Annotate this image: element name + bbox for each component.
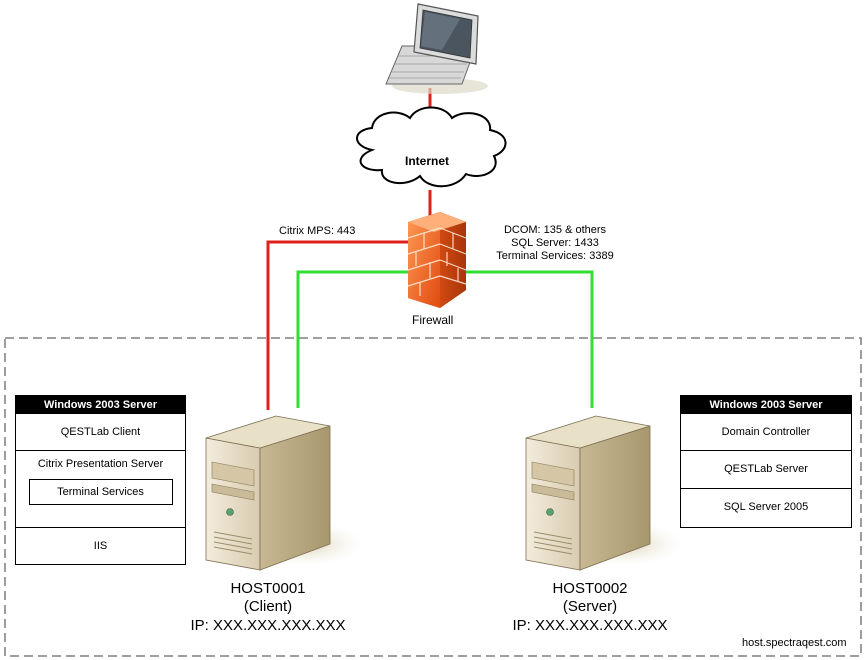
host2-box-header: Windows 2003 Server [681,396,851,414]
server-icon [525,415,684,571]
right-link-label-1: DCOM: 135 & others [503,224,607,236]
host1-software-box: Windows 2003 Server QESTLab Client Citri… [15,395,186,565]
host1-role: (Client) [243,598,293,615]
firewall-to-host1-green-link [296,270,410,408]
host1-ip: IP: XXX.XXX.XXX.XXX [190,617,346,634]
firewall-to-host2-green-link [458,270,594,408]
host2-software-box: Windows 2003 Server Domain Controller QE… [680,395,852,528]
host1-name: HOST0001 [230,580,306,597]
host2-role: (Server) [562,598,618,615]
host1-row-label: QESTLab Client [60,426,141,438]
right-link-label-2: SQL Server: 1433 [511,237,599,249]
firewall-icon [407,212,467,308]
host2-row-label: SQL Server 2005 [723,501,809,513]
host1-row-label: IIS [93,540,108,552]
host1-box-header: Windows 2003 Server [16,396,185,414]
server-icon [205,415,364,571]
host2-name: HOST0002 [552,580,628,597]
network-boundary [4,337,862,657]
host2-row-label: QESTLab Server [724,463,808,475]
host2-row-qestlab-server: QESTLab Server [681,450,851,488]
footer-site-label: host.spectraqest.com [742,637,847,649]
right-link-label-3: Terminal Services: 3389 [496,250,614,262]
firewall-label: Firewall [412,313,454,327]
host2-row-sql-server: SQL Server 2005 [681,488,851,526]
host2-row-label: Domain Controller [721,426,811,438]
cloud-icon [356,106,507,188]
cloud-label: Internet [405,154,450,168]
host1-row-iis: IIS [16,527,185,564]
green-links [296,270,594,408]
firewall-to-host1-red-link [266,240,410,410]
host1-terminal-services-box: Terminal Services [28,479,173,505]
laptop-icon [385,3,488,94]
host1-row-citrix: Citrix Presentation Server Terminal Serv… [16,450,185,527]
host2-ip: IP: XXX.XXX.XXX.XXX [512,617,668,634]
host1-row-label: Citrix Presentation Server [37,458,164,470]
host2-row-domain-controller: Domain Controller [681,414,851,450]
left-link-label: Citrix MPS: 443 [279,225,356,237]
host1-row-qestlab-client: QESTLab Client [16,414,185,450]
